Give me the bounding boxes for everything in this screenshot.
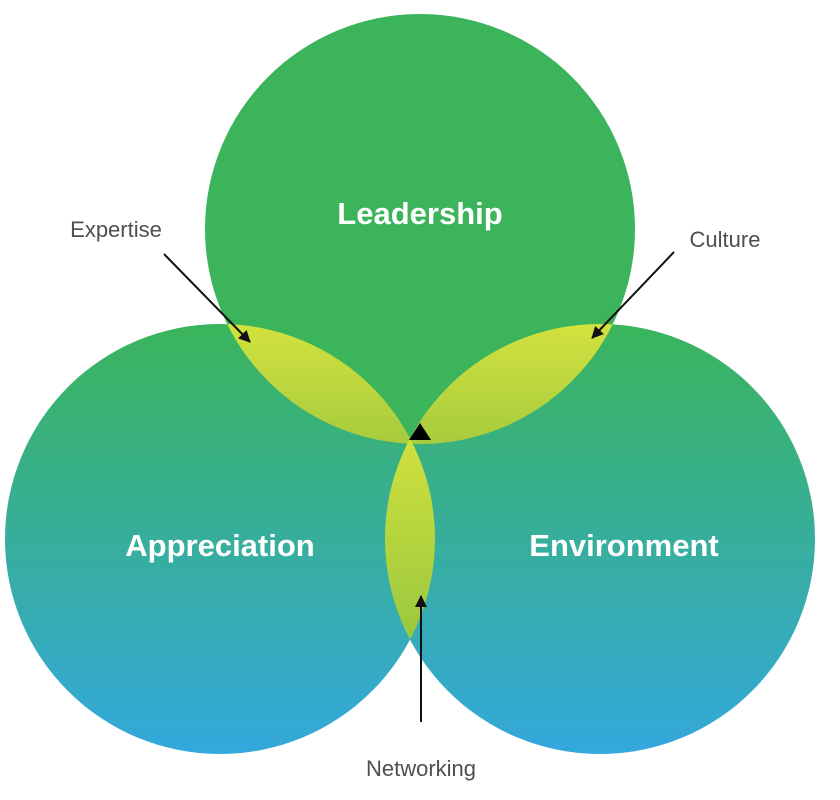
arrow-culture (591, 251, 675, 339)
center-intersection-marker (409, 423, 431, 440)
label-networking: Networking (366, 756, 476, 781)
label-culture: Culture (690, 227, 761, 252)
circle-environment (385, 324, 815, 754)
arrow-expertise (163, 253, 251, 343)
label-leadership: Leadership (337, 196, 502, 231)
circle-leadership (205, 14, 635, 444)
label-environment: Environment (529, 528, 718, 563)
label-appreciation: Appreciation (125, 528, 314, 563)
label-expertise: Expertise (70, 217, 162, 242)
circle-appreciation (5, 324, 435, 754)
